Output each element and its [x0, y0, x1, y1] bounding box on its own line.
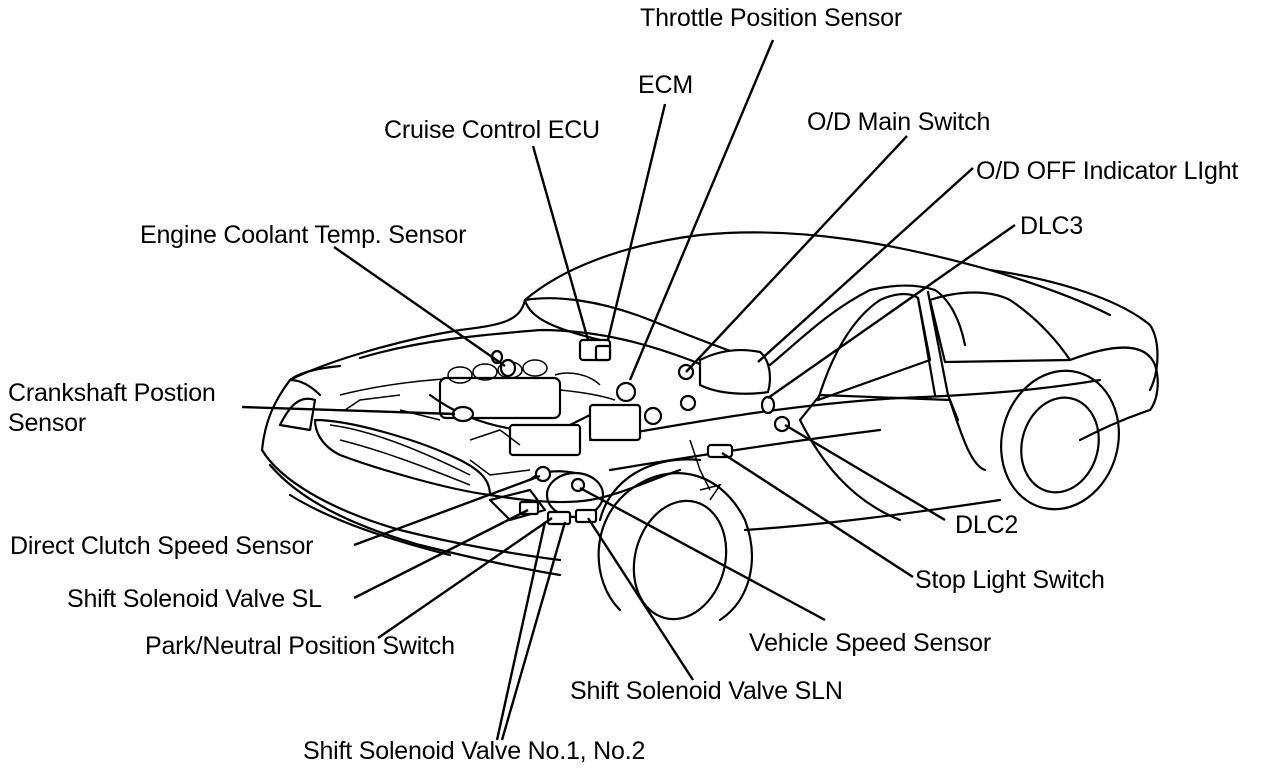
leader-direct-clutch	[353, 474, 541, 547]
leader-cruise-control-ecu	[531, 145, 590, 341]
label-dlc3: DLC3	[1020, 212, 1084, 240]
label-crankshaft-position-sensor-line2: Sensor	[8, 409, 87, 437]
leader-dlc3	[767, 224, 1016, 399]
label-shift-solenoid-valve-sl: Shift Solenoid Valve SL	[67, 585, 322, 613]
label-direct-clutch-speed-sensor: Direct Clutch Speed Sensor	[10, 532, 314, 560]
car-body-outline	[260, 231, 1159, 622]
label-ecm: ECM	[638, 71, 693, 99]
label-throttle-position-sensor: Throttle Position Sensor	[640, 4, 902, 32]
label-dlc2: DLC2	[955, 511, 1019, 539]
leader-shift-solenoid-sln	[586, 517, 695, 681]
leader-vehicle-speed	[579, 486, 826, 622]
leader-shift-solenoid-no2	[500, 521, 567, 741]
leader-shift-solenoid-no1	[495, 521, 547, 741]
leader-crankshaft	[241, 405, 456, 416]
leader-ecm	[606, 103, 667, 341]
label-od-main-switch: O/D Main Switch	[807, 108, 991, 136]
leader-shift-solenoid-sl	[353, 508, 529, 600]
label-shift-solenoid-valve-sln: Shift Solenoid Valve SLN	[570, 677, 843, 705]
label-vehicle-speed-sensor: Vehicle Speed Sensor	[749, 629, 992, 657]
leader-od-main-switch	[685, 135, 908, 373]
label-engine-coolant-temp-sensor: Engine Coolant Temp. Sensor	[140, 221, 467, 249]
label-stop-light-switch: Stop Light Switch	[915, 566, 1105, 594]
label-crankshaft-position-sensor-line1: Crankshaft Postion	[8, 379, 216, 407]
label-park-neutral-position-switch: Park/Neutral Position Switch	[145, 632, 455, 660]
label-cruise-control-ecu: Cruise Control ECU	[384, 116, 600, 144]
leader-stop-light	[721, 451, 914, 579]
leader-lines	[241, 39, 1016, 741]
leader-od-off-indicator	[757, 167, 974, 363]
label-od-off-indicator-light: O/D OFF Indicator LIght	[976, 157, 1239, 185]
leader-dlc2	[784, 423, 946, 522]
leader-throttle-position-sensor	[628, 39, 775, 381]
leader-park-neutral	[377, 517, 553, 639]
leader-engine-coolant	[333, 246, 506, 367]
label-shift-solenoid-valve-no1-no2: Shift Solenoid Valve No.1, No.2	[303, 737, 646, 765]
